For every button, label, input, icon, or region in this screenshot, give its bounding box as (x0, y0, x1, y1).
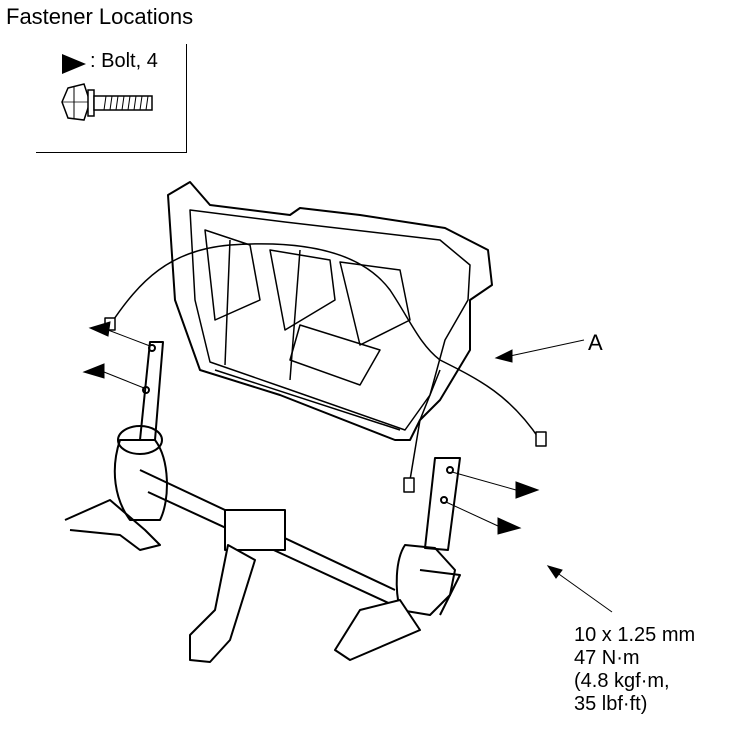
bolt-marker-1 (88, 321, 151, 347)
legend-label: : Bolt, 4 (90, 50, 158, 72)
right-bracket (424, 457, 461, 551)
torque-spec-line: (4.8 kgf·m, (574, 670, 670, 692)
release-cable (109, 243, 541, 441)
torque-spec-line: 47 N·m (574, 647, 640, 669)
legend-box: : Bolt, 4 (36, 44, 187, 153)
callout-a-leader (494, 339, 585, 363)
bolt-marker-2 (82, 363, 145, 389)
arrowhead-icon (62, 54, 86, 74)
torque-spec-line: 10 x 1.25 mm (574, 624, 696, 646)
bolt-marker-3 (451, 471, 540, 499)
bolt-marker-4 (445, 501, 522, 535)
diagram-title: Fastener Locations (6, 4, 194, 29)
torque-spec: 10 x 1.25 mm 47 N·m (4.8 kgf·m, 35 lbf·f… (574, 624, 695, 716)
torque-spec-leader (546, 565, 613, 613)
callout-a-label: A (588, 330, 603, 355)
torque-spec-line: 35 lbf·ft) (574, 693, 648, 715)
seatback-frame (167, 181, 493, 441)
bolt-icon (61, 83, 153, 121)
